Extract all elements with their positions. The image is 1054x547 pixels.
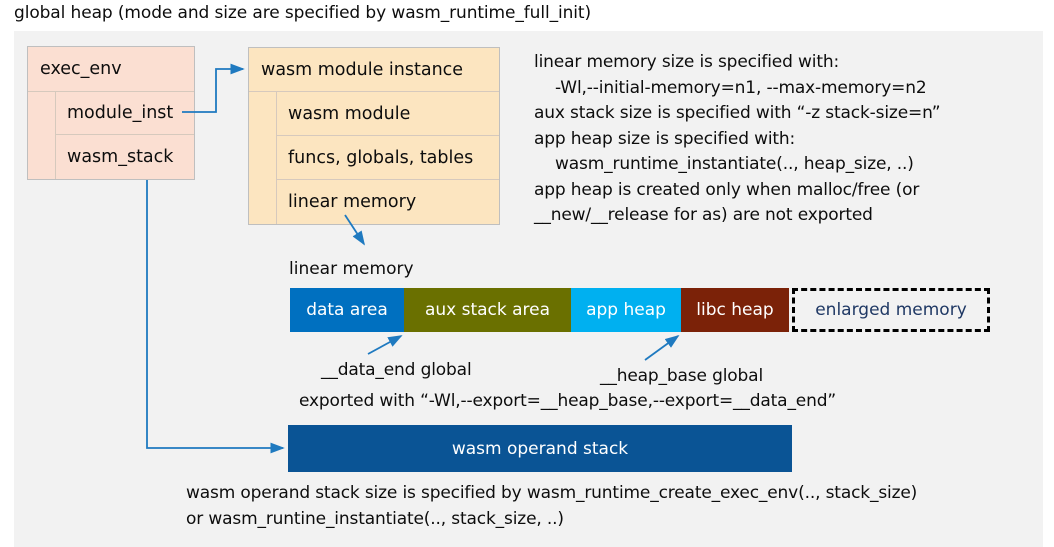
segment-data-area-label: data area <box>306 300 388 320</box>
exec-env-row-wasm-stack-label: wasm_stack <box>67 147 174 167</box>
data-end-global-label: __data_end global <box>321 360 472 380</box>
module-instance-row-funcs-globals-tables: funcs, globals, tables <box>276 136 499 180</box>
segment-app-heap: app heap <box>571 288 681 332</box>
wasm-operand-stack-box: wasm operand stack <box>288 425 792 472</box>
segment-aux-stack-area-label: aux stack area <box>424 300 551 320</box>
module-instance-header-label: wasm module instance <box>261 59 464 80</box>
exec-env-header-label: exec_env <box>40 59 122 79</box>
linear-memory-bar-label: linear memory <box>289 259 414 279</box>
exec-env-box: exec_env module_inst wasm_stack <box>27 46 195 180</box>
segment-app-heap-label: app heap <box>586 300 666 320</box>
segment-libc-heap-label: libc heap <box>696 300 774 320</box>
module-instance-row-wasm-module: wasm module <box>276 92 499 136</box>
exported-with-label: exported with “-Wl,--export=__heap_base,… <box>299 391 837 411</box>
module-instance-row-wasm-module-label: wasm module <box>288 103 411 124</box>
exec-env-row-wasm-stack: wasm_stack <box>55 135 194 179</box>
segment-enlarged-memory-label: enlarged memory <box>815 300 967 320</box>
linear-memory-notes: linear memory size is specified with: -W… <box>534 52 941 225</box>
module-instance-row-funcs-globals-tables-label: funcs, globals, tables <box>288 147 474 168</box>
exec-env-row-module-inst: module_inst <box>55 92 194 135</box>
operand-stack-notes: wasm operand stack size is specified by … <box>186 483 918 529</box>
exec-env-row-module-inst-label: module_inst <box>67 103 174 123</box>
module-instance-row-linear-memory-label: linear memory <box>288 192 417 212</box>
module-instance-header: wasm module instance <box>249 48 499 92</box>
segment-aux-stack-area: aux stack area <box>404 288 571 332</box>
segment-enlarged-memory: enlarged memory <box>792 288 990 332</box>
page-title: global heap (mode and size are specified… <box>14 3 591 23</box>
module-instance-row-linear-memory: linear memory <box>276 180 499 224</box>
exec-env-header: exec_env <box>28 47 194 92</box>
wasm-module-instance-box: wasm module instance wasm module funcs, … <box>248 47 500 225</box>
segment-data-area: data area <box>290 288 404 332</box>
heap-base-global-label: __heap_base global <box>600 366 764 386</box>
wasm-operand-stack-label: wasm operand stack <box>451 438 629 459</box>
segment-libc-heap: libc heap <box>681 288 789 332</box>
